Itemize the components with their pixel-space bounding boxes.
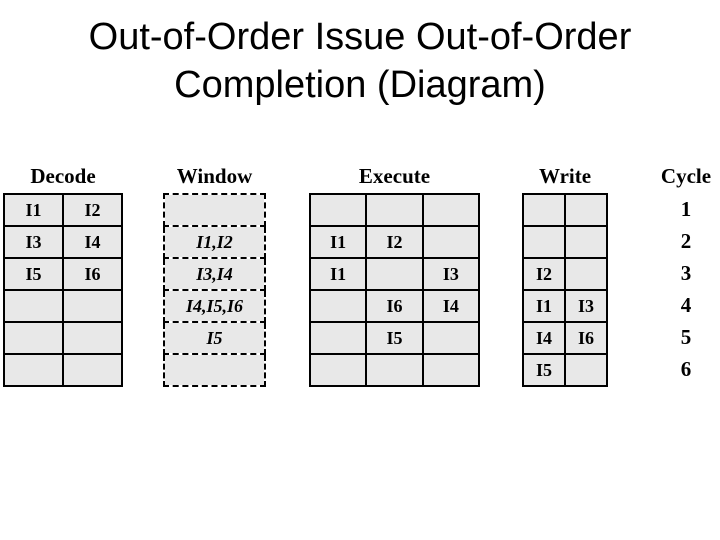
table-cell: [308, 289, 368, 323]
table-cell: [62, 353, 123, 387]
table-cell: I6: [564, 321, 608, 355]
table-cell: [564, 257, 608, 291]
stage-write-header: Write: [538, 164, 592, 188]
table-cell: I2: [522, 257, 566, 291]
table-cell: I3: [421, 257, 481, 291]
table-cell: [365, 193, 424, 227]
stage-execute-header: Execute: [358, 164, 431, 188]
table-row: [3, 289, 123, 323]
table-cell: [421, 353, 481, 387]
table-row: [3, 353, 123, 387]
table-row: I5: [163, 321, 266, 355]
cycle-values: 1 2 3 4 5 6: [655, 193, 717, 385]
table-cell: I4: [421, 289, 481, 323]
cycle-column: Cycle 1 2 3 4 5 6: [655, 163, 717, 385]
table-cell: I4: [62, 225, 123, 259]
cycle-number: 3: [680, 261, 692, 285]
table-row: I1 I3: [308, 257, 481, 291]
table-cell: I5: [3, 257, 64, 291]
table-cell: I1: [522, 289, 566, 323]
table-row: [3, 321, 123, 355]
table-cell: [62, 289, 123, 323]
cycle-number: 2: [680, 229, 692, 253]
stage-window-header: Window: [176, 164, 253, 188]
table-row: I2: [522, 257, 608, 291]
table-row: [163, 353, 266, 387]
table-cell: I2: [62, 193, 123, 227]
table-row: [522, 225, 608, 259]
table-row: I4,I5,I6: [163, 289, 266, 323]
table-cell: [421, 321, 481, 355]
stage-decode-header: Decode: [30, 164, 96, 188]
table-row: [522, 193, 608, 227]
table-cell: [564, 193, 608, 227]
table-row: I5: [522, 353, 608, 387]
table-cell: [3, 289, 64, 323]
table-cell: [522, 193, 566, 227]
table-cell: I1,I2: [163, 225, 266, 259]
table-cell: I1: [308, 225, 368, 259]
title-line-1: Out-of-Order Issue Out-of-Order: [88, 16, 632, 58]
cycle-number: 1: [680, 197, 692, 221]
table-cell: I4: [522, 321, 566, 355]
table-cell: [3, 353, 64, 387]
table-cell: I5: [522, 353, 566, 387]
table-cell: I4,I5,I6: [163, 289, 266, 323]
cycle-number: 4: [680, 293, 692, 317]
table-cell: [564, 225, 608, 259]
table-cell: [308, 193, 368, 227]
table-cell: [308, 353, 368, 387]
table-cell: [163, 193, 266, 227]
table-cell: [308, 321, 368, 355]
table-row: [163, 193, 266, 227]
table-cell: I6: [62, 257, 123, 291]
table-cell: [365, 257, 424, 291]
table-row: I3,I4: [163, 257, 266, 291]
table-cell: [163, 353, 266, 387]
table-row: I1,I2: [163, 225, 266, 259]
table-cell: [421, 193, 481, 227]
table-cell: I3: [3, 225, 64, 259]
table-cell: [522, 225, 566, 259]
table-cell: I3,I4: [163, 257, 266, 291]
table-cell: [3, 321, 64, 355]
table-cell: [564, 353, 608, 387]
table-row: I5: [308, 321, 481, 355]
cycle-number: 5: [680, 325, 692, 349]
table-row: [308, 193, 481, 227]
table-row: [308, 353, 481, 387]
table-cell: [365, 353, 424, 387]
table-cell: I2: [365, 225, 424, 259]
cycle-number: 6: [680, 357, 692, 381]
page-title: Out-of-Order Issue Out-of-Order Completi…: [0, 13, 720, 109]
table-cell: [421, 225, 481, 259]
table-cell: I5: [365, 321, 424, 355]
table-cell: I5: [163, 321, 266, 355]
table-cell: I6: [365, 289, 424, 323]
table-cell: [62, 321, 123, 355]
table-cell: I3: [564, 289, 608, 323]
cycle-header: Cycle: [660, 164, 712, 188]
table-cell: I1: [3, 193, 64, 227]
title-line-2: Completion (Diagram): [174, 64, 546, 106]
table-cell: I1: [308, 257, 368, 291]
